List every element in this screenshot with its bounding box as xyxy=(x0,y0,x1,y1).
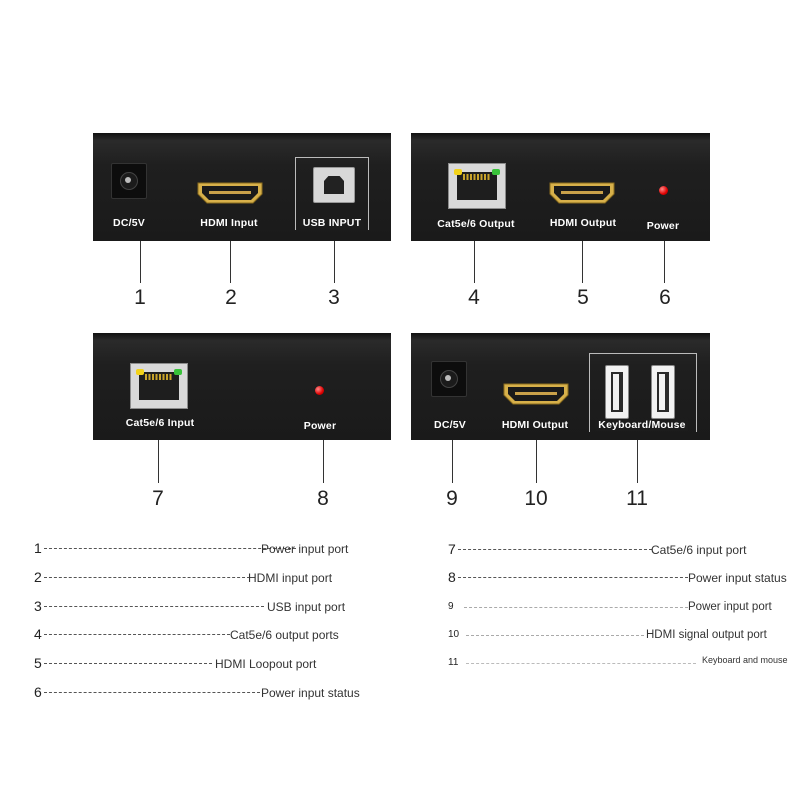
legend-item: 6 Power input status xyxy=(34,684,374,700)
legend-text: Cat5e/6 output ports xyxy=(230,628,339,642)
usb-input-frame xyxy=(295,157,369,230)
legend-item: 2 HDMI input port xyxy=(34,569,374,585)
usb-b-port-icon xyxy=(313,167,355,203)
legend-leader xyxy=(44,548,296,549)
callout-line xyxy=(664,241,665,283)
hdmi-input-label: HDMI Input xyxy=(200,217,258,229)
power-label: Power xyxy=(646,220,680,232)
hdmi-output-port-icon xyxy=(549,182,615,204)
legend-item: 5 HDMI Loopout port xyxy=(34,655,374,671)
callout-line xyxy=(140,241,141,283)
legend-text: Power input status xyxy=(688,571,787,585)
usb-a-port-icon xyxy=(651,365,675,419)
legend-leader xyxy=(44,577,250,578)
legend-text: HDMI input port xyxy=(248,571,333,585)
legend-item: 1 Power input port xyxy=(34,540,374,556)
callout-number: 9 xyxy=(446,487,458,510)
legend-item: 10 HDMI signal output port xyxy=(448,627,793,643)
callout-line xyxy=(536,440,537,483)
cat-output-label: Cat5e/6 Output xyxy=(437,218,515,230)
legend-leader xyxy=(458,549,652,550)
receiver-rear-panel: DC/5V HDMI Output Keyboard/Mouse xyxy=(411,333,710,440)
legend-item: 9 Power input port xyxy=(448,599,793,615)
callout-line xyxy=(323,440,324,483)
transmitter-rear-panel: DC/5V HDMI Input USB INPUT xyxy=(93,133,391,241)
legend-number: 9 xyxy=(448,601,454,612)
callout-line xyxy=(158,440,159,483)
callout-line xyxy=(452,440,453,483)
legend-item: 7 Cat5e/6 input port xyxy=(448,541,793,557)
hdmi-output-label: HDMI Output xyxy=(501,419,569,431)
callout-number: 5 xyxy=(577,286,589,309)
power-led-icon xyxy=(659,186,668,195)
legend-text: Keyboard and mouse xyxy=(702,655,788,665)
callout-number: 1 xyxy=(134,286,146,309)
dc-label: DC/5V xyxy=(113,217,145,229)
legend-leader xyxy=(44,692,260,693)
keyboard-mouse-label: Keyboard/Mouse xyxy=(595,419,689,431)
receiver-front-panel: Cat5e/6 Input Power xyxy=(93,333,391,440)
legend-leader xyxy=(464,607,688,608)
callout-number: 10 xyxy=(524,487,548,510)
legend-number: 10 xyxy=(448,629,460,640)
usb-a-port-icon xyxy=(605,365,629,419)
legend-number: 1 xyxy=(34,540,42,556)
legend-number: 5 xyxy=(34,655,42,671)
legend-text: Cat5e/6 input port xyxy=(651,543,747,557)
legend-leader xyxy=(466,663,696,664)
callout-number: 7 xyxy=(152,487,164,510)
callout-number: 11 xyxy=(626,487,648,510)
dc-power-jack xyxy=(431,361,467,397)
callout-number: 3 xyxy=(328,286,340,309)
legend-text: Power input port xyxy=(688,601,772,613)
power-label: Power xyxy=(303,420,337,432)
legend-text: HDMI Loopout port xyxy=(215,657,317,671)
legend-number: 2 xyxy=(34,569,42,585)
callout-number: 6 xyxy=(659,286,671,309)
legend-text: USB input port xyxy=(267,600,346,614)
callout-number: 4 xyxy=(468,286,480,309)
transmitter-front-panel: Cat5e/6 Output HDMI Output Power xyxy=(411,133,710,241)
callout-line xyxy=(334,241,335,283)
callout-line xyxy=(582,241,583,283)
legend-leader xyxy=(466,635,644,636)
legend-leader xyxy=(44,606,264,607)
legend-text: Power input port xyxy=(261,542,349,556)
dc-power-jack xyxy=(111,163,147,199)
callout-line xyxy=(637,440,638,483)
legend-number: 3 xyxy=(34,598,42,614)
dc-label: DC/5V xyxy=(434,419,466,431)
legend-item: 11 Keyboard and mouse xyxy=(448,655,793,671)
callout-number: 8 xyxy=(317,487,329,510)
callout-line xyxy=(474,241,475,283)
rj45-output-port-icon xyxy=(448,163,506,209)
legend-number: 11 xyxy=(448,657,459,668)
legend-item: 4 Cat5e/6 output ports xyxy=(34,626,374,642)
hdmi-input-port-icon xyxy=(197,182,263,204)
legend-item: 3 USB input port xyxy=(34,598,374,614)
hdmi-output-port-icon xyxy=(503,383,569,405)
legend-leader xyxy=(44,634,230,635)
hdmi-output-label: HDMI Output xyxy=(549,217,617,229)
keyboard-mouse-frame xyxy=(589,353,697,432)
legend-number: 4 xyxy=(34,626,42,642)
legend-number: 6 xyxy=(34,684,42,700)
legend-number: 7 xyxy=(448,541,456,557)
legend-text: HDMI signal output port xyxy=(646,629,767,641)
legend-item: 8 Power input status xyxy=(448,569,793,585)
callout-line xyxy=(230,241,231,283)
legend-leader xyxy=(44,663,212,664)
callout-number: 2 xyxy=(225,286,237,309)
usb-input-label: USB INPUT xyxy=(299,217,365,229)
legend-leader xyxy=(458,577,688,578)
cat-input-label: Cat5e/6 Input xyxy=(125,417,195,429)
legend-text: Power input status xyxy=(261,686,360,700)
legend-number: 8 xyxy=(448,569,456,585)
rj45-input-port-icon xyxy=(130,363,188,409)
power-led-icon xyxy=(315,386,324,395)
